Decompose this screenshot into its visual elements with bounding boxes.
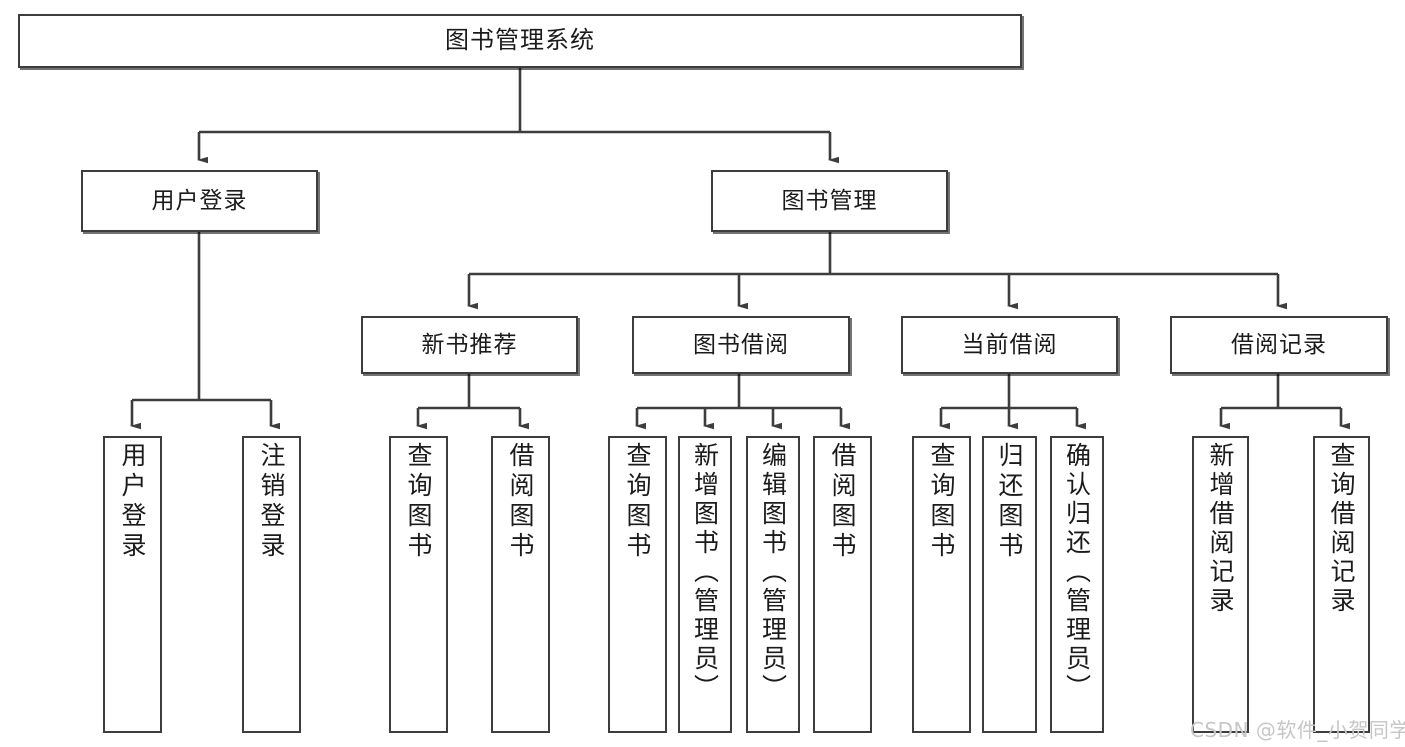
node-label: 借阅图书 xyxy=(506,442,535,562)
node-borrow-record[interactable]: 借阅记录 xyxy=(1170,316,1388,374)
leaf-query-book-borrow[interactable]: 查询图书 xyxy=(608,436,667,733)
leaf-query-book-current[interactable]: 查询图书 xyxy=(912,436,971,733)
node-label: 归还图书 xyxy=(995,442,1024,562)
node-label: 查询图书 xyxy=(623,442,652,562)
leaf-return-book[interactable]: 归还图书 xyxy=(982,436,1037,733)
node-label: 新增图书（管理员） xyxy=(690,442,720,703)
node-label: 查询图书 xyxy=(404,442,433,562)
node-label: 用户登录 xyxy=(118,442,147,562)
leaf-query-book-recommend[interactable]: 查询图书 xyxy=(389,436,448,733)
node-label: 借阅图书 xyxy=(828,442,857,562)
node-label: 借阅记录 xyxy=(1231,331,1327,358)
node-label: 确认归还（管理员） xyxy=(1062,442,1092,703)
node-user-login[interactable]: 用户登录 xyxy=(81,170,318,232)
node-label: 查询图书 xyxy=(927,442,956,562)
node-label: 编辑图书（管理员） xyxy=(758,442,788,703)
node-current-borrow[interactable]: 当前借阅 xyxy=(901,316,1118,374)
node-label: 图书管理 xyxy=(781,187,878,214)
leaf-user-login[interactable]: 用户登录 xyxy=(103,436,162,733)
leaf-add-borrow-record[interactable]: 新增借阅记录 xyxy=(1192,436,1249,733)
node-label: 新书推荐 xyxy=(421,331,518,358)
leaf-edit-book-admin[interactable]: 编辑图书（管理员） xyxy=(746,436,800,733)
leaf-logout-login[interactable]: 注销登录 xyxy=(242,436,301,733)
node-book-borrow[interactable]: 图书借阅 xyxy=(632,316,850,374)
leaf-borrow-book-recommend[interactable]: 借阅图书 xyxy=(491,436,550,733)
node-label: 当前借阅 xyxy=(961,331,1058,358)
node-book-management[interactable]: 图书管理 xyxy=(711,170,948,232)
node-new-book-recommend[interactable]: 新书推荐 xyxy=(361,316,578,374)
node-label: 注销登录 xyxy=(257,442,286,562)
node-label: 图书管理系统 xyxy=(445,26,595,55)
node-root-system[interactable]: 图书管理系统 xyxy=(18,14,1022,68)
csdn-watermark: CSDN @软件_小贺同学 xyxy=(1190,718,1405,742)
node-label: 图书借阅 xyxy=(693,331,789,358)
node-label: 查询借阅记录 xyxy=(1327,442,1356,616)
leaf-add-book-admin[interactable]: 新增图书（管理员） xyxy=(678,436,732,733)
node-label: 新增借阅记录 xyxy=(1206,442,1235,616)
leaf-confirm-return-admin[interactable]: 确认归还（管理员） xyxy=(1050,436,1104,733)
leaf-query-borrow-record[interactable]: 查询借阅记录 xyxy=(1313,436,1370,733)
node-label: 用户登录 xyxy=(151,187,248,214)
leaf-borrow-book[interactable]: 借阅图书 xyxy=(813,436,872,733)
